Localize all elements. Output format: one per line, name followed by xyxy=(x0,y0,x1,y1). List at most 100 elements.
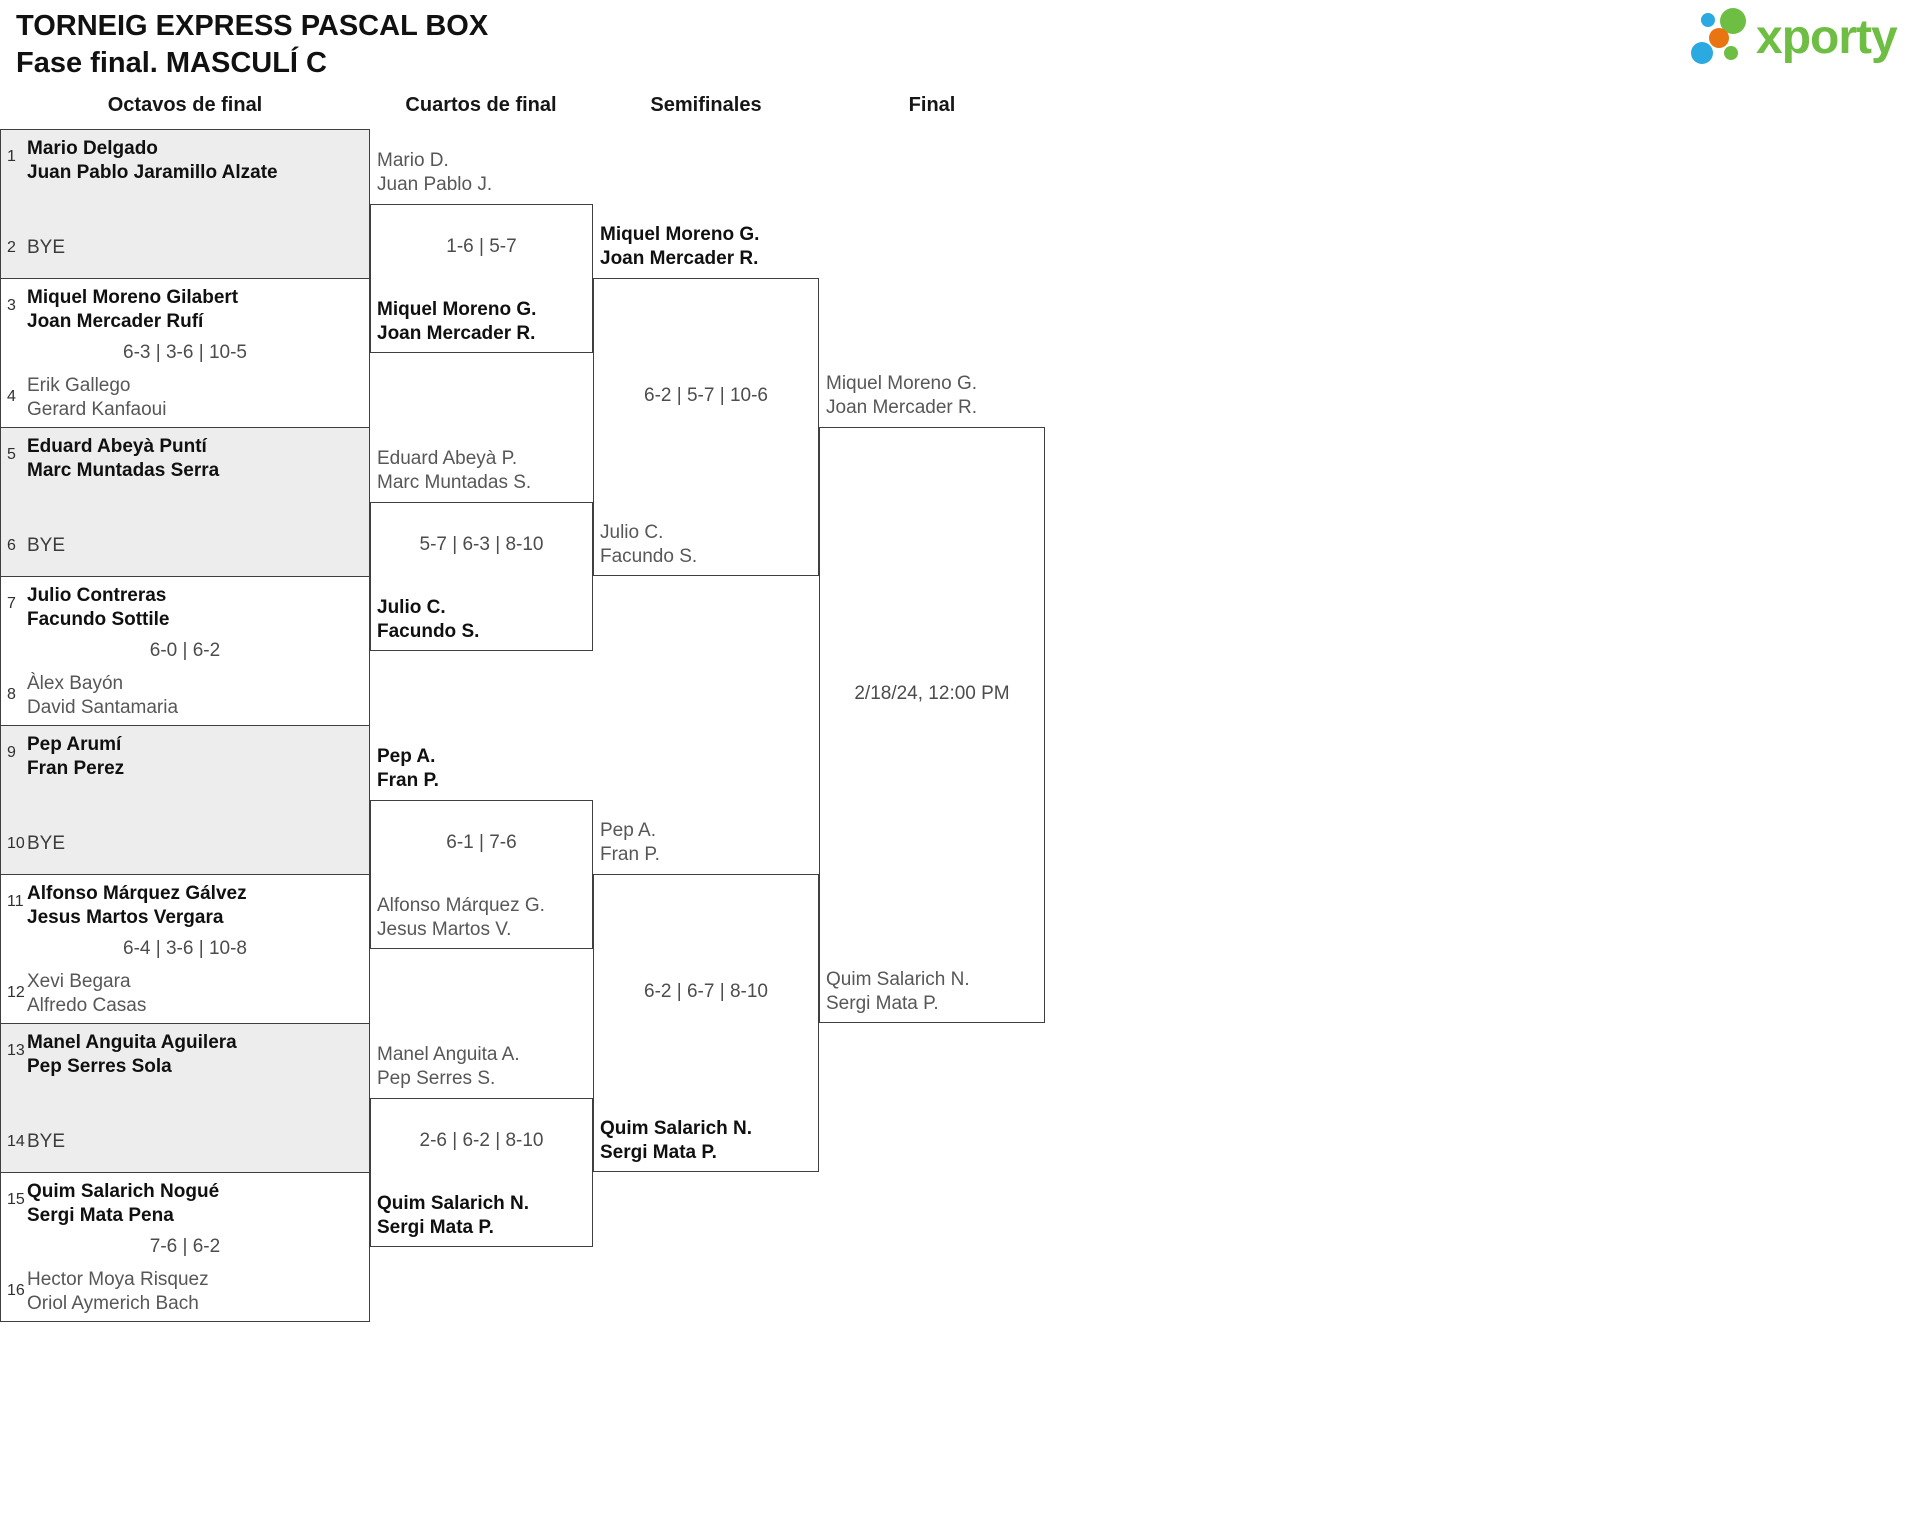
bye-label: BYE xyxy=(27,833,66,854)
semifinales-box xyxy=(593,278,819,576)
round-header-octavos: Octavos de final xyxy=(107,94,263,116)
team-player-1: Miquel Moreno G. xyxy=(600,224,760,245)
final-schedule: 2/18/24, 12:00 PM xyxy=(854,683,1010,704)
team-player-1: Pep A. xyxy=(377,746,436,767)
slot-number: 13 xyxy=(7,1042,25,1059)
team-player-2: Pep Serres S. xyxy=(377,1068,496,1089)
bye-label: BYE xyxy=(27,1131,66,1152)
team-player-2: Joan Mercader R. xyxy=(377,323,536,344)
team-player-1: Julio C. xyxy=(600,522,664,543)
match-score: 2-6 | 6-2 | 8-10 xyxy=(419,1130,544,1151)
slot-number: 16 xyxy=(7,1282,25,1299)
team-player-2: Juan Pablo Jaramillo Alzate xyxy=(27,162,278,183)
match-score: 7-6 | 6-2 xyxy=(149,1236,221,1257)
match-score: 6-2 | 6-7 | 8-10 xyxy=(644,981,768,1002)
team-player-2: Sergi Mata P. xyxy=(377,1217,494,1238)
cuartos-team: Quim Salarich N.Sergi Mata P. xyxy=(377,1192,529,1240)
team-player-2: Sergi Mata P. xyxy=(826,993,939,1014)
team-player-1: Quim Salarich N. xyxy=(600,1118,753,1139)
match-score: 6-3 | 3-6 | 10-5 xyxy=(123,342,247,363)
team-player-2: Marc Muntadas S. xyxy=(377,472,532,493)
team-player-1: Mario D. xyxy=(377,150,449,171)
octavos-match-box xyxy=(0,129,370,279)
semifinales-box xyxy=(593,874,819,1172)
tournament-title: TORNEIG EXPRESS PASCAL BOX xyxy=(16,10,489,42)
slot-number: 9 xyxy=(7,744,16,761)
match-score: 6-1 | 7-6 xyxy=(446,832,517,853)
team-player-2: Sergi Mata Pena xyxy=(27,1205,174,1226)
team-player-2: Joan Mercader Rufí xyxy=(27,311,204,332)
team-player-1: Miquel Moreno G. xyxy=(377,299,537,320)
cuartos-box xyxy=(370,502,593,651)
cuartos-box xyxy=(370,204,593,353)
team-player-2: Facundo S. xyxy=(377,621,480,642)
team-player-1: Quim Salarich Nogué xyxy=(27,1181,220,1202)
xporty-logo[interactable]: xporty xyxy=(1688,0,1920,75)
team-player-1: Quim Salarich N. xyxy=(826,969,970,990)
phase-subtitle: Fase final. MASCULÍ C xyxy=(16,47,327,79)
octavos-match-box xyxy=(0,576,370,726)
team-player-2: Jesus Martos Vergara xyxy=(27,907,224,928)
slot-number: 4 xyxy=(7,388,16,405)
team-player-1: Xevi Begara xyxy=(27,971,131,992)
slot-number: 14 xyxy=(7,1133,25,1150)
final-box xyxy=(819,427,1045,1023)
match-score: 6-4 | 3-6 | 10-8 xyxy=(123,938,247,959)
slot-number: 2 xyxy=(7,239,16,256)
logo-wordmark: xporty xyxy=(1756,11,1898,64)
team-player-1: Julio C. xyxy=(377,597,446,618)
octavos-match-box xyxy=(0,874,370,1024)
team-player-2: Fran Perez xyxy=(27,758,125,779)
team-player-1: Mario Delgado xyxy=(27,138,158,159)
cuartos-team: Miquel Moreno G. Joan Mercader R. xyxy=(377,298,536,346)
slot-number: 5 xyxy=(7,446,16,463)
logo-dot-orange xyxy=(1709,28,1729,48)
match-score: 5-7 | 6-3 | 8-10 xyxy=(419,534,544,555)
match-score: 1-6 | 5-7 xyxy=(446,236,517,257)
cuartos-team: Julio C. Facundo S. xyxy=(377,596,479,644)
bye-label: BYE xyxy=(27,535,66,556)
round-header-final: Final xyxy=(908,94,956,116)
logo-dot-blue-small xyxy=(1701,13,1715,27)
final-team: Miquel Moreno G.Joan Mercader R. xyxy=(826,372,977,420)
cuartos-team: Manel Anguita A.Pep Serres S. xyxy=(377,1043,520,1091)
team-player-1: Manel Anguita Aguilera xyxy=(27,1032,237,1053)
slot-number: 12 xyxy=(7,984,25,1001)
team-player-2: Oriol Aymerich Bach xyxy=(27,1293,199,1314)
team-player-2: Fran P. xyxy=(600,844,660,865)
team-player-1: Eduard Abeyà P. xyxy=(377,448,518,469)
bye-label: BYE xyxy=(27,237,66,258)
team-player-2: Joan Mercader R. xyxy=(600,248,759,269)
team-player-1: Miquel Moreno G. xyxy=(826,373,978,394)
match-score: 6-2 | 5-7 | 10-6 xyxy=(644,385,768,406)
slot-number: 7 xyxy=(7,595,16,612)
slot-number: 11 xyxy=(7,893,24,910)
slot-number: 1 xyxy=(7,148,16,165)
team-player-2: Gerard Kanfaoui xyxy=(27,399,167,420)
octavos-match-box xyxy=(0,1172,370,1322)
team-player-1: Erik Gallego xyxy=(27,375,131,396)
semifinales-team: Julio C.Facundo S. xyxy=(600,521,697,569)
octavos-match-box xyxy=(0,1023,370,1173)
team-player-2: Alfredo Casas xyxy=(27,995,147,1016)
semifinales-team: Pep A. Fran P. xyxy=(600,819,660,867)
cuartos-box xyxy=(370,800,593,949)
team-player-2: Jesus Martos V. xyxy=(377,919,512,940)
match-score: 6-0 | 6-2 xyxy=(149,640,221,661)
team-player-2: Sergi Mata P. xyxy=(600,1142,717,1163)
team-player-2: Pep Serres Sola xyxy=(27,1056,172,1077)
slot-number: 8 xyxy=(7,686,16,703)
team-player-1: Miquel Moreno Gilabert xyxy=(27,287,239,308)
cuartos-team: Eduard Abeyà P. Marc Muntadas S. xyxy=(377,447,531,495)
slot-number: 6 xyxy=(7,537,16,554)
team-player-1: Pep A. xyxy=(600,820,656,841)
